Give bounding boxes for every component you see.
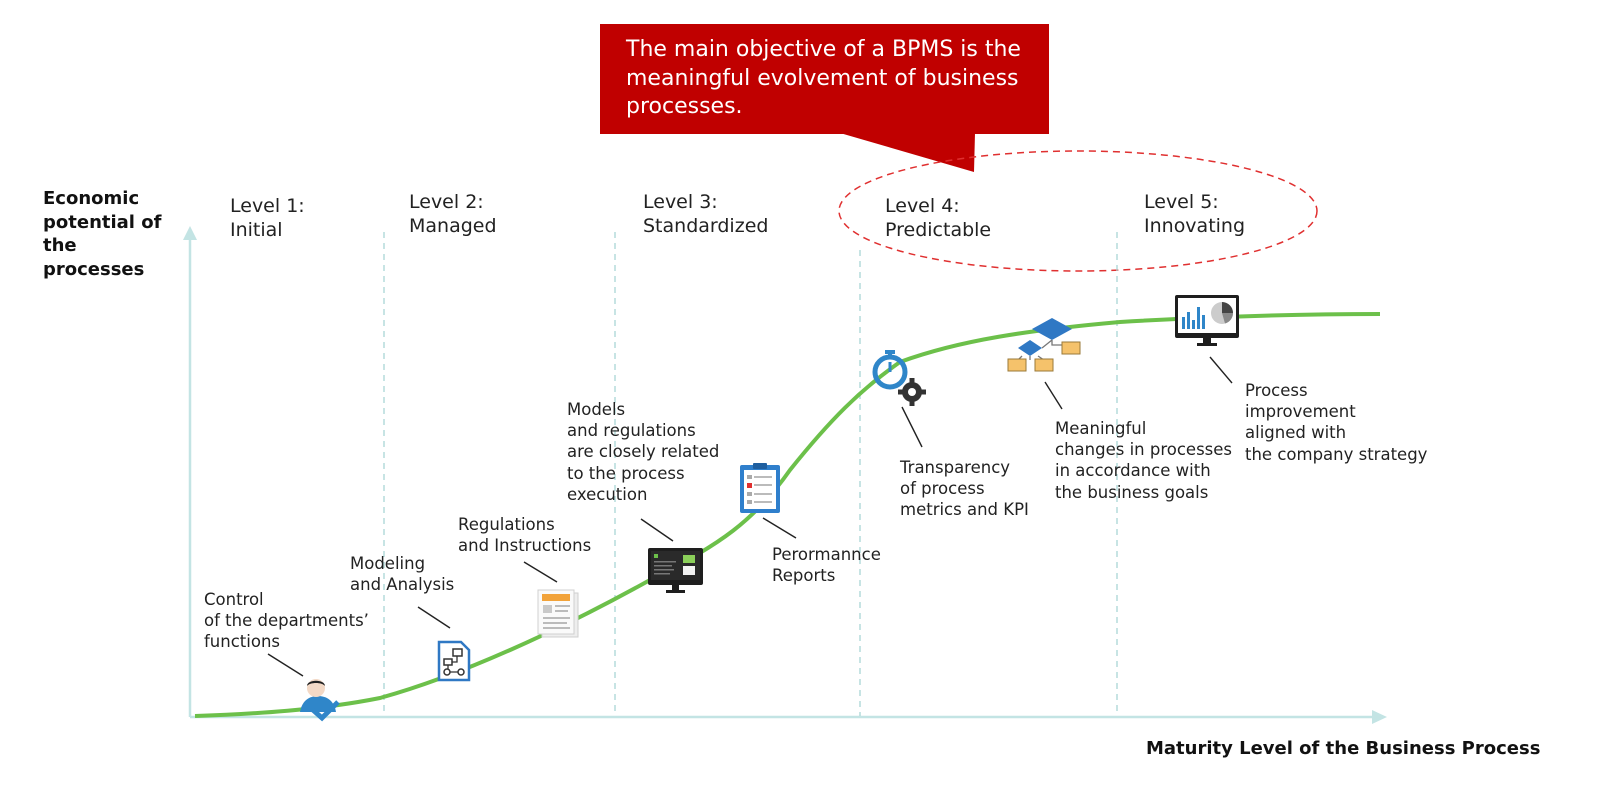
- level-5-title: Level 5:: [1144, 191, 1219, 213]
- annotation-process-improvement: Process improvement aligned with the com…: [1245, 381, 1428, 464]
- level-3: Level 3: Standardized: [643, 190, 768, 238]
- annotation-regulations: Regulations and Instructions: [458, 515, 592, 556]
- axes: [183, 226, 1387, 724]
- leader-line-7: [1044, 381, 1063, 410]
- flowchart-document-icon: [437, 640, 471, 682]
- level-separators: [383, 232, 1118, 716]
- dashboard-monitor-icon: [1175, 295, 1239, 346]
- annotation-meaningful-changes: Meaningful changes in processes in accor…: [1055, 419, 1233, 502]
- stopwatch-gear-icon: [872, 350, 926, 406]
- level-1-name: Initial: [230, 219, 283, 241]
- level-2-title: Level 2:: [409, 191, 484, 213]
- callout-text: The main objective of a BPMS is the mean…: [626, 37, 1021, 119]
- level-3-title: Level 3:: [643, 191, 718, 213]
- annotation-reports: Perormannce Reports: [772, 545, 881, 586]
- monitor-icon: [648, 548, 703, 593]
- document-icon: [537, 589, 579, 638]
- leader-line-6: [901, 406, 923, 448]
- highlight-ellipse: [838, 150, 1318, 272]
- person-check-icon: [300, 679, 340, 722]
- callout-bubble: [600, 24, 1049, 172]
- level-5-name: Innovating: [1144, 215, 1246, 237]
- leader-lines: [267, 356, 1233, 677]
- level-1-title: Level 1:: [230, 195, 305, 217]
- leader-line-4: [640, 518, 674, 542]
- leader-line-2: [417, 606, 451, 629]
- x-axis-arrow: [1372, 710, 1387, 724]
- x-axis-label: Maturity Level of the Business Process: [1146, 738, 1541, 759]
- leader-line-3: [523, 561, 558, 583]
- callout-box: [600, 24, 1049, 134]
- annotation-control: Control of the departments’ functions: [204, 590, 369, 652]
- leader-line-5: [762, 517, 797, 539]
- level-3-name: Standardized: [643, 215, 769, 237]
- clipboard-report-icon: [740, 463, 780, 513]
- level-4-name: Predictable: [885, 219, 992, 241]
- level-2-name: Managed: [409, 215, 497, 237]
- annotation-transparency: Transparency of process metrics and KPI: [900, 458, 1029, 520]
- level-4: Level 4: Predictable: [885, 194, 991, 242]
- level-2: Level 2: Managed: [409, 190, 497, 238]
- y-axis-arrow: [183, 226, 197, 240]
- callout-pointer: [840, 133, 975, 172]
- level-4-title: Level 4:: [885, 195, 960, 217]
- annotation-models: Models and regulations are closely relat…: [567, 400, 720, 504]
- hierarchy-icon: [1007, 318, 1081, 372]
- maturity-curve: [194, 312, 1381, 718]
- leader-line-1: [267, 653, 304, 677]
- level-1: Level 1: Initial: [230, 194, 305, 242]
- y-axis-label: Economic potential of the processes: [43, 188, 162, 280]
- annotation-modeling: Modeling and Analysis: [350, 554, 455, 595]
- leader-line-8: [1209, 356, 1233, 384]
- level-5: Level 5: Innovating: [1144, 190, 1245, 238]
